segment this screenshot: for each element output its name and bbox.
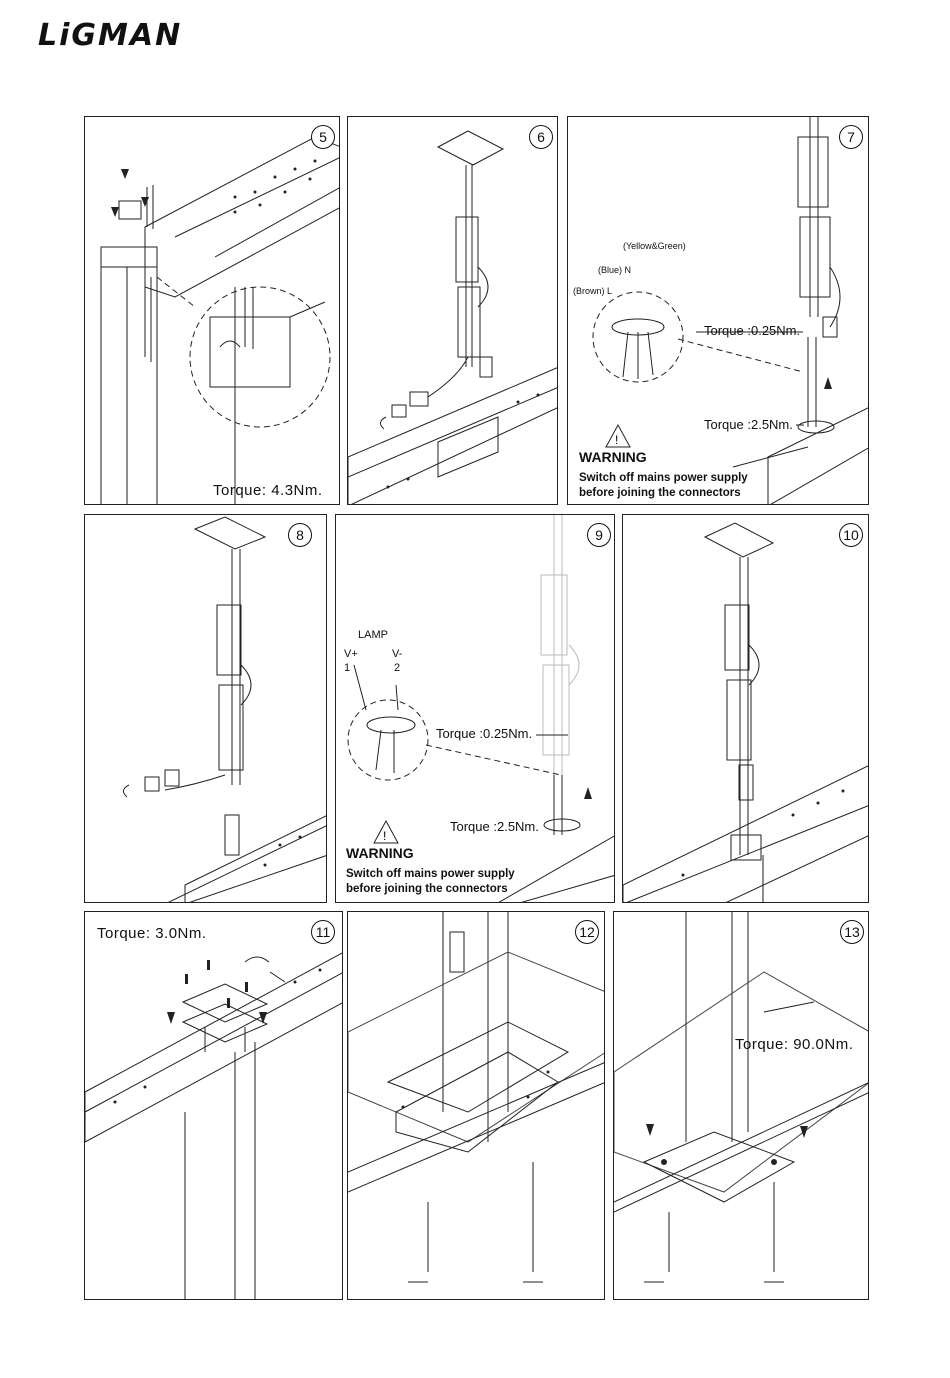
step-10-illustration [623,522,868,902]
step-13-panel: 13 Torque: 90.0Nm. [613,911,869,1300]
torque-large: Torque :2.5Nm. [450,819,539,834]
step-number-10: 10 [839,523,863,547]
step-number-13: 13 [840,920,864,944]
warning-line-1: Switch off mains power supply [579,472,748,484]
step-9-panel: ! 9 LAMP V+ V- 1 2 Torque :0.25Nm. Torqu… [335,514,615,903]
step-number-6: 6 [529,125,553,149]
torque-label: Torque: 3.0Nm. [97,925,207,942]
step-12-panel: 12 [347,911,605,1300]
vminus-label: V- [392,648,403,660]
blue-label: (Blue) N [598,265,632,275]
warning-line-2: before joining the connectors [579,487,741,499]
step-number-7: 7 [839,125,863,149]
torque-small: Torque :0.25Nm. [704,323,801,338]
torque-large: Torque :2.5Nm. [704,417,793,432]
svg-text:!: ! [383,829,386,843]
step-number-12: 12 [575,920,599,944]
step-5-panel: 5 Torque: 4.3Nm. [84,116,340,505]
brand-logo: LiGMAN [38,18,183,53]
step-8-illustration [123,516,326,902]
step-6-panel: 6 [347,116,558,505]
vplus-label: V+ [344,648,358,660]
yellow-green-label: (Yellow&Green) [623,241,686,251]
lamp-label: LAMP [358,629,388,641]
step-number-5: 5 [311,125,335,149]
one-label: 1 [344,662,351,674]
step-number-8: 8 [288,523,312,547]
step-8-panel: 8 [84,514,327,903]
step-7-illustration: ! [592,117,868,504]
step-12-illustration [348,912,604,1283]
torque-label: Torque: 4.3Nm. [213,482,323,499]
warning-line-2: before joining the connectors [346,883,508,895]
step-6-illustration [348,130,557,504]
step-11-panel: Torque: 3.0Nm. 11 [84,911,343,1300]
brown-label: (Brown) L [573,286,613,296]
step-11-illustration [85,952,342,1299]
torque-small: Torque :0.25Nm. [436,726,533,741]
step-number-9: 9 [587,523,611,547]
step-10-panel: 10 [622,514,869,903]
step-number-11: 11 [311,920,335,944]
step-5-illustration [100,136,339,504]
warning-title: WARNING [346,845,414,861]
warning-line-1: Switch off mains power supply [346,868,515,880]
step-9-illustration: ! [347,515,614,902]
torque-label: Torque: 90.0Nm. [735,1036,854,1053]
two-label: 2 [394,662,401,674]
warning-title: WARNING [579,449,647,465]
svg-text:!: ! [615,433,618,447]
step-7-panel: ! 7 (Yellow&Green) (Blue) N (Brown) L To… [567,116,869,505]
step-13-illustration [614,912,868,1283]
